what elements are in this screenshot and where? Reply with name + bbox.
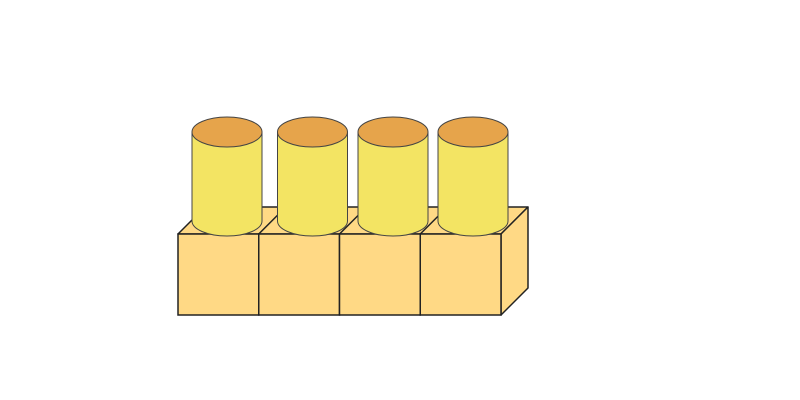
cylinder (277, 116, 348, 237)
cylinder-top (357, 116, 429, 148)
cube (338, 206, 421, 316)
cube (177, 233, 260, 316)
cylinder-body (437, 131, 509, 237)
cube (419, 206, 502, 316)
cube-front-face (177, 233, 260, 316)
cylinder-body (191, 131, 263, 237)
cylinder-body (277, 131, 348, 237)
cylinder-top (191, 116, 263, 148)
cylinder (191, 116, 263, 237)
cube-front-face (258, 233, 341, 316)
cube-row (177, 206, 529, 316)
cylinder (357, 116, 429, 237)
cylinder (437, 116, 509, 237)
cylinder-body (357, 131, 429, 237)
cube-front-face (419, 233, 502, 316)
cube-front-face (338, 233, 421, 316)
cylinder-top (277, 116, 348, 148)
cylinder-top (437, 116, 509, 148)
